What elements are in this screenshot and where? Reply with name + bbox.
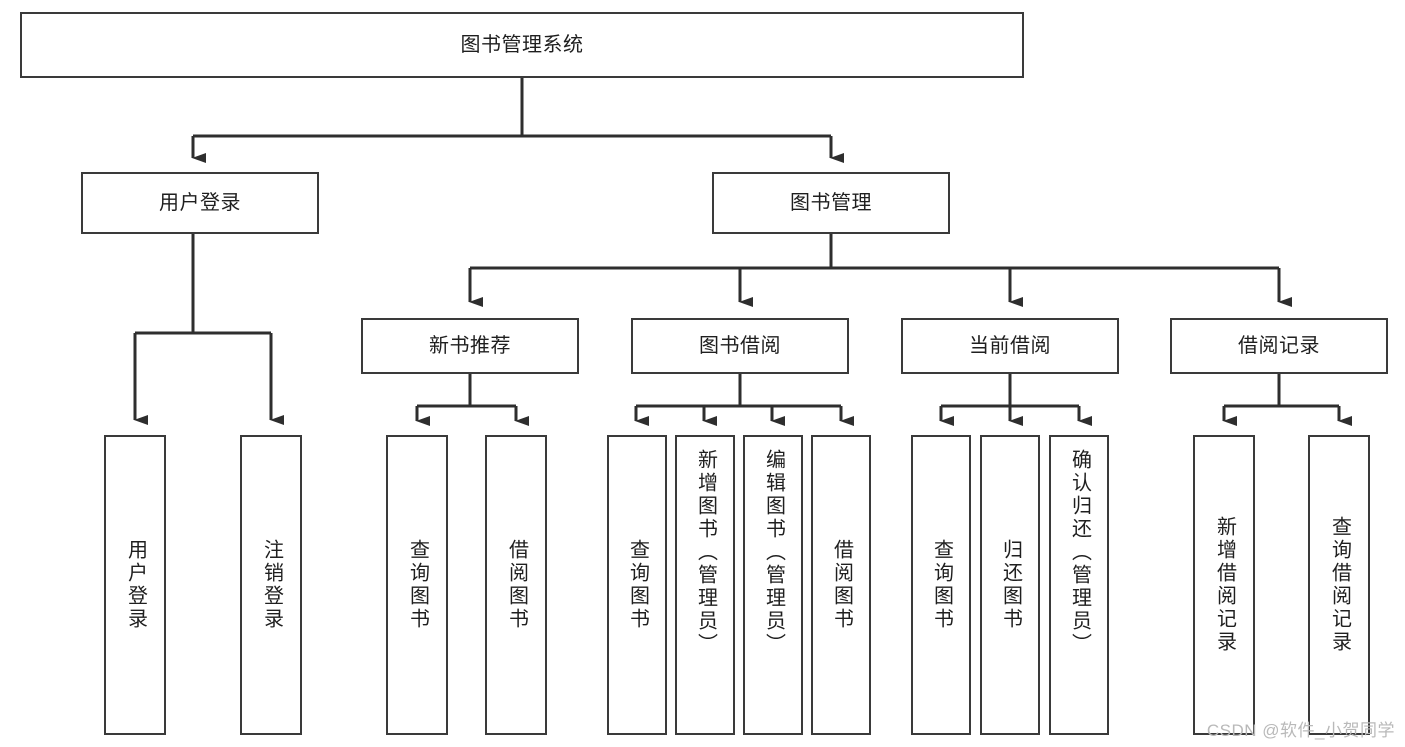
node-label: 查询图书 [626,539,649,631]
leaf-borrow-query[interactable]: 查询图书 [607,435,667,735]
leaf-user-login-logout[interactable]: 注销登录 [240,435,302,735]
node-label: 编辑图书（管理员） [762,449,785,656]
node-label: 查询借阅记录 [1328,516,1351,654]
leaf-current-query[interactable]: 查询图书 [911,435,971,735]
leaf-current-confirm-return[interactable]: 确认归还（管理员） [1049,435,1109,735]
leaf-borrow-borrow-book[interactable]: 借阅图书 [811,435,871,735]
leaf-user-login-login[interactable]: 用户登录 [104,435,166,735]
node-label: 归还图书 [999,539,1022,631]
node-label: 新增借阅记录 [1213,516,1236,654]
node-new-book-recommend[interactable]: 新书推荐 [361,318,579,374]
node-label: 新书推荐 [429,334,511,357]
node-label: 查询图书 [406,539,429,631]
node-label: 图书借阅 [699,334,781,357]
node-label: 借阅图书 [505,539,528,631]
leaf-borrow-edit-book[interactable]: 编辑图书（管理员） [743,435,803,735]
node-label: 确认归还（管理员） [1068,449,1091,656]
csdn-watermark: CSDN @软件_小贺同学 [1206,721,1395,740]
node-label: 当前借阅 [969,334,1051,357]
node-book-borrow[interactable]: 图书借阅 [631,318,849,374]
leaf-new-book-query[interactable]: 查询图书 [386,435,448,735]
node-current-borrow[interactable]: 当前借阅 [901,318,1119,374]
leaf-new-book-borrow[interactable]: 借阅图书 [485,435,547,735]
leaf-record-query[interactable]: 查询借阅记录 [1308,435,1370,735]
node-user-login[interactable]: 用户登录 [81,172,319,234]
node-borrow-record[interactable]: 借阅记录 [1170,318,1388,374]
node-label: 注销登录 [260,539,283,631]
node-label: 借阅记录 [1238,334,1320,357]
node-label: 用户登录 [124,539,147,631]
leaf-record-add[interactable]: 新增借阅记录 [1193,435,1255,735]
node-label: 用户登录 [159,191,241,214]
node-book-management[interactable]: 图书管理 [712,172,950,234]
node-label: 图书管理 [790,191,872,214]
node-root-system[interactable]: 图书管理系统 [20,12,1024,78]
leaf-current-return[interactable]: 归还图书 [980,435,1040,735]
node-label: 图书管理系统 [460,33,584,56]
node-label: 新增图书（管理员） [694,449,717,656]
node-label: 借阅图书 [830,539,853,631]
leaf-borrow-add-book[interactable]: 新增图书（管理员） [675,435,735,735]
node-label: 查询图书 [930,539,953,631]
